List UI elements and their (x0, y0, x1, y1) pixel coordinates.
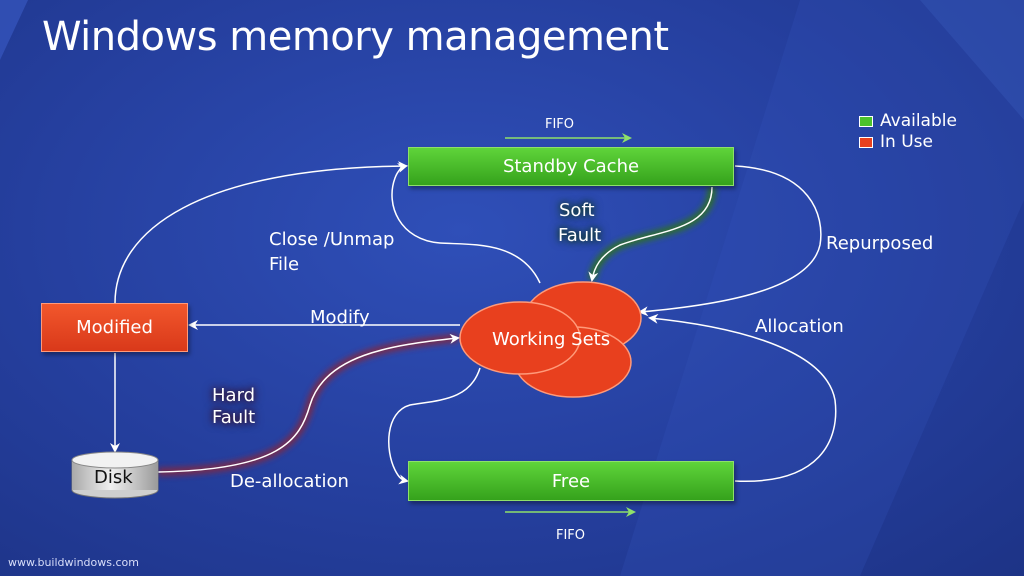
hard-fault-label-line2: Fault (212, 407, 256, 428)
soft-fault-edge (588, 186, 713, 282)
free-label: Free (551, 470, 591, 492)
hard-fault-edge (157, 333, 460, 473)
working-set-ellipse-front (459, 301, 581, 375)
close-unmap-edge (391, 163, 541, 284)
soft-fault-label-line2: Fault (558, 225, 602, 246)
standby-cache-label: Standby Cache (502, 156, 640, 177)
allocation-edge (648, 313, 837, 482)
disk-cylinder (71, 451, 159, 499)
hard-fault-label-line1: Hard (212, 385, 256, 406)
working-sets-label: Working Sets (492, 329, 611, 350)
soft-fault-label-line1: Soft (559, 200, 595, 221)
close-unmap-label-line2: File (269, 254, 300, 275)
standby-cache-node: Standby Cache (408, 147, 734, 186)
allocation-label: Allocation (755, 316, 844, 337)
legend-in-use: In Use (859, 132, 933, 152)
footer-url: www.buildwindows.com (8, 556, 139, 569)
deallocation-edge (388, 367, 481, 485)
legend-in-use-swatch (859, 136, 873, 148)
deallocation-label: De-allocation (230, 471, 349, 492)
fifo-top-label: FIFO (545, 117, 575, 132)
disk-label: Disk (94, 467, 133, 488)
modify-label: Modify (310, 307, 370, 328)
close-unmap-label-line1: Close /Unmap (269, 229, 395, 250)
legend-available-swatch (859, 115, 873, 127)
free-node: Free (408, 461, 734, 501)
fifo-bottom-label: FIFO (556, 528, 586, 543)
legend-in-use-label: In Use (880, 132, 933, 152)
legend-available-label: Available (880, 111, 957, 131)
modified-label: Modified (76, 317, 153, 338)
repurposed-edge (638, 165, 822, 317)
slide-title: Windows memory management (42, 14, 669, 60)
repurposed-label: Repurposed (826, 233, 934, 254)
modified-to-standby-edge (114, 161, 408, 304)
legend-available: Available (859, 111, 957, 131)
modified-node: Modified (41, 303, 188, 352)
